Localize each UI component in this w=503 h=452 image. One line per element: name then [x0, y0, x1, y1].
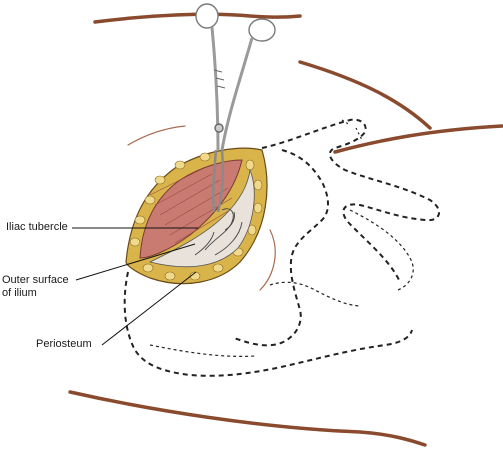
incision-wound [125, 147, 268, 285]
bone-outline-notch [269, 281, 361, 307]
leader-lines [72, 227, 198, 346]
forceps-ring-left [195, 3, 219, 29]
bone-outline-lower [123, 271, 413, 377]
forceps-shank-left [210, 26, 220, 151]
muscle-fibers [149, 169, 233, 244]
skin-contour-hip [298, 60, 432, 130]
forceps-pivot [214, 123, 224, 133]
bone-outline-tip [341, 119, 363, 141]
label-periosteum: Periosteum [36, 338, 92, 350]
label-outer-surface-line2: of ilium [2, 287, 37, 299]
forceps-jaw [211, 149, 225, 213]
bone-outline-crest [261, 118, 440, 283]
skin-contours [68, 12, 503, 447]
bone-outline-dashed [123, 118, 440, 377]
fat-lobules [129, 152, 263, 281]
skin-contour-bottom [68, 390, 427, 447]
forceps-ratchet [213, 69, 226, 89]
leader-outer-surface [75, 243, 196, 281]
bone-outline-acetabulum [149, 344, 256, 357]
forceps-icon [195, 3, 276, 213]
label-outer-surface: Outer surface of ilium [2, 274, 82, 300]
skin-contour-left [127, 125, 186, 146]
skin-contour-right [259, 229, 276, 291]
bone-outline-ala [349, 209, 414, 291]
skin-contour-waist [333, 124, 503, 154]
bone-outline-inner [233, 149, 329, 347]
leader-periosteum [101, 271, 197, 346]
label-outer-surface-line1: Outer surface [2, 274, 69, 286]
skin-contour-top [93, 12, 302, 24]
periosteum-folds [194, 208, 243, 256]
outer-surface-ilium [148, 168, 255, 268]
forceps-ring-right [248, 18, 276, 42]
forceps-shank-right [220, 37, 254, 151]
gluteal-muscle [139, 159, 243, 259]
label-iliac-tubercle: Iliac tubercle [6, 221, 68, 233]
